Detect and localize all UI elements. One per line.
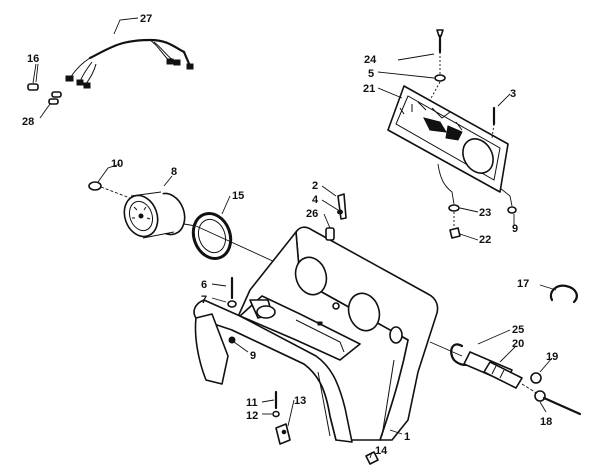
callout-20: 20 xyxy=(512,338,524,350)
clip-17 xyxy=(539,284,578,304)
callout-27: 27 xyxy=(140,13,152,25)
callout-14: 14 xyxy=(375,445,388,457)
callout-7: 7 xyxy=(201,294,207,306)
callout-28: 28 xyxy=(22,116,34,128)
callout-6: 6 xyxy=(201,279,207,291)
wiring-harness xyxy=(65,38,194,89)
bulb-16 xyxy=(27,63,39,91)
bulb-10 xyxy=(88,181,131,199)
callout-10: 10 xyxy=(111,158,123,170)
callout-4: 4 xyxy=(312,194,319,206)
speedometer-gauge xyxy=(123,191,197,239)
callout-17: 17 xyxy=(517,278,529,290)
mounting-bracket xyxy=(275,423,291,445)
callout-22: 22 xyxy=(479,234,491,246)
bulb-3 xyxy=(491,106,496,139)
callout-9-left: 9 xyxy=(250,350,256,362)
callout-25: 25 xyxy=(512,324,524,336)
leader-lines xyxy=(35,17,553,459)
callout-16: 16 xyxy=(27,53,39,65)
callout-9-right: 9 xyxy=(512,223,518,235)
callout-24: 24 xyxy=(364,54,377,66)
bezel-ring xyxy=(191,212,233,260)
callout-1: 1 xyxy=(404,431,410,443)
panel-hardware xyxy=(437,163,517,239)
ignition-switch xyxy=(429,341,582,416)
callout-19: 19 xyxy=(546,351,558,363)
dash-panel xyxy=(193,226,439,443)
callout-labels: 27 16 28 10 8 15 2 4 26 6 7 9 24 5 21 3 … xyxy=(22,13,558,457)
callout-5: 5 xyxy=(368,68,374,80)
callout-11: 11 xyxy=(246,397,258,409)
indicator-panel xyxy=(387,85,509,193)
callout-12: 12 xyxy=(246,410,258,422)
callout-3: 3 xyxy=(510,88,516,100)
callout-13: 13 xyxy=(294,395,306,407)
callout-8: 8 xyxy=(171,166,177,178)
callout-26: 26 xyxy=(306,208,318,220)
bulb-28 xyxy=(48,91,62,105)
callout-2: 2 xyxy=(312,180,318,192)
panel-screw-24 xyxy=(429,29,446,101)
callout-18: 18 xyxy=(540,416,552,428)
callout-15: 15 xyxy=(232,190,244,202)
callout-21: 21 xyxy=(363,83,375,95)
callout-23: 23 xyxy=(479,207,491,219)
